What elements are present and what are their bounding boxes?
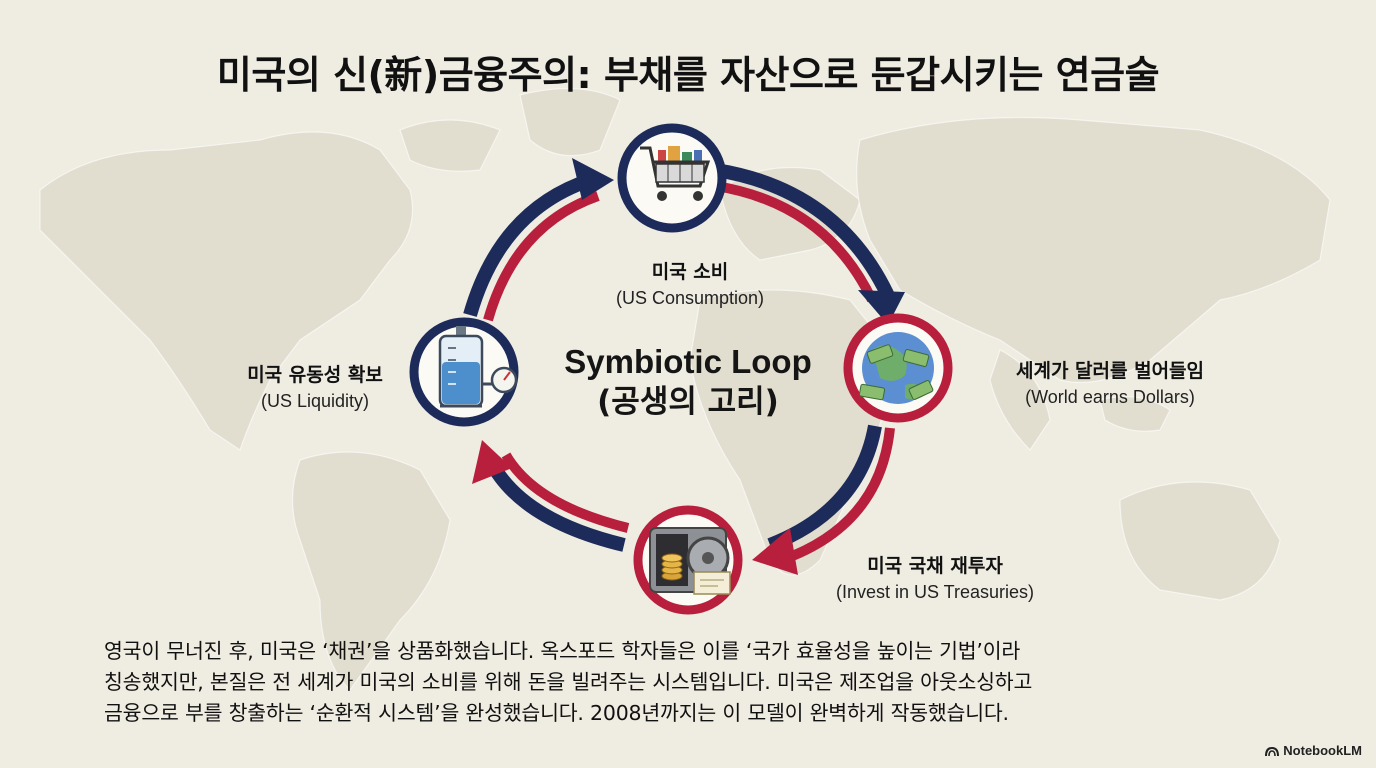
node-label-treasuries-en: (Invest in US Treasuries) — [835, 582, 1035, 602]
arc-liquidity-to-consumption — [463, 173, 593, 317]
arrow-head-to-consumption — [572, 158, 614, 200]
body-line-1: 영국이 무너진 후, 미국은 ‘채권’을 상품화했습니다. 옥스포드 학자들은 … — [104, 639, 1021, 663]
map-australia — [1119, 481, 1281, 601]
arrow-head-to-world — [858, 290, 905, 325]
water-tank-gauge-icon — [438, 326, 518, 408]
vault-icon — [649, 527, 731, 595]
node-label-liquidity-en: (US Liquidity) — [260, 391, 370, 411]
node-label-world-en: (World earns Dollars) — [1025, 387, 1195, 407]
arrow-head-to-treasuries — [752, 528, 798, 575]
node-label-consumption-ko: 미국 소비 — [651, 261, 729, 283]
node-label-treasuries: 미국 국채 재투자 (Invest in US Treasuries) — [800, 551, 1070, 603]
map-asia — [856, 116, 1331, 384]
arc-world-to-treasuries — [767, 424, 882, 552]
node-label-world-ko: 세계가 달러를 벌어들임 — [1015, 360, 1205, 382]
globe-money-icon — [858, 332, 934, 404]
center-label: Symbiotic Loop (공생의 고리) — [548, 342, 828, 422]
page-title: 미국의 신(新)금융주의: 부채를 자산으로 둔갑시키는 연금술 — [216, 53, 1160, 97]
node-label-world: 세계가 달러를 벌어들임 (World earns Dollars) — [980, 356, 1240, 408]
map-greenland — [519, 87, 621, 157]
map-north-america — [39, 131, 414, 451]
center-label-ko: (공생의 고리) — [597, 384, 779, 420]
node-label-liquidity: 미국 유동성 확보 (US Liquidity) — [210, 360, 420, 412]
arc-consumption-to-world — [714, 163, 897, 303]
arrow-head-to-liquidity — [472, 440, 512, 484]
body-line-2: 칭송했지만, 본질은 전 세계가 미국의 소비를 위해 돈을 빌려주는 시스템입… — [104, 670, 1033, 694]
node-label-consumption-en: (US Consumption) — [615, 288, 765, 308]
center-label-en: Symbiotic Loop — [564, 343, 812, 380]
map-south-america — [291, 451, 451, 691]
brand-name: NotebookLM — [1283, 743, 1362, 758]
notebooklm-logo-icon — [1265, 746, 1280, 756]
node-label-treasuries-ko: 미국 국채 재투자 — [867, 555, 1003, 577]
body-paragraph: 영국이 무너진 후, 미국은 ‘채권’을 상품화했습니다. 옥스포드 학자들은 … — [104, 636, 1284, 729]
body-line-3: 금융으로 부를 창출하는 ‘순환적 시스템’을 완성했습니다. 2008년까지는… — [104, 701, 1009, 725]
node-label-liquidity-ko: 미국 유동성 확보 — [247, 364, 383, 386]
shopping-cart-icon — [640, 146, 711, 201]
brand-logo: NotebookLM — [1265, 743, 1362, 758]
node-label-consumption: 미국 소비 (US Consumption) — [590, 257, 790, 309]
